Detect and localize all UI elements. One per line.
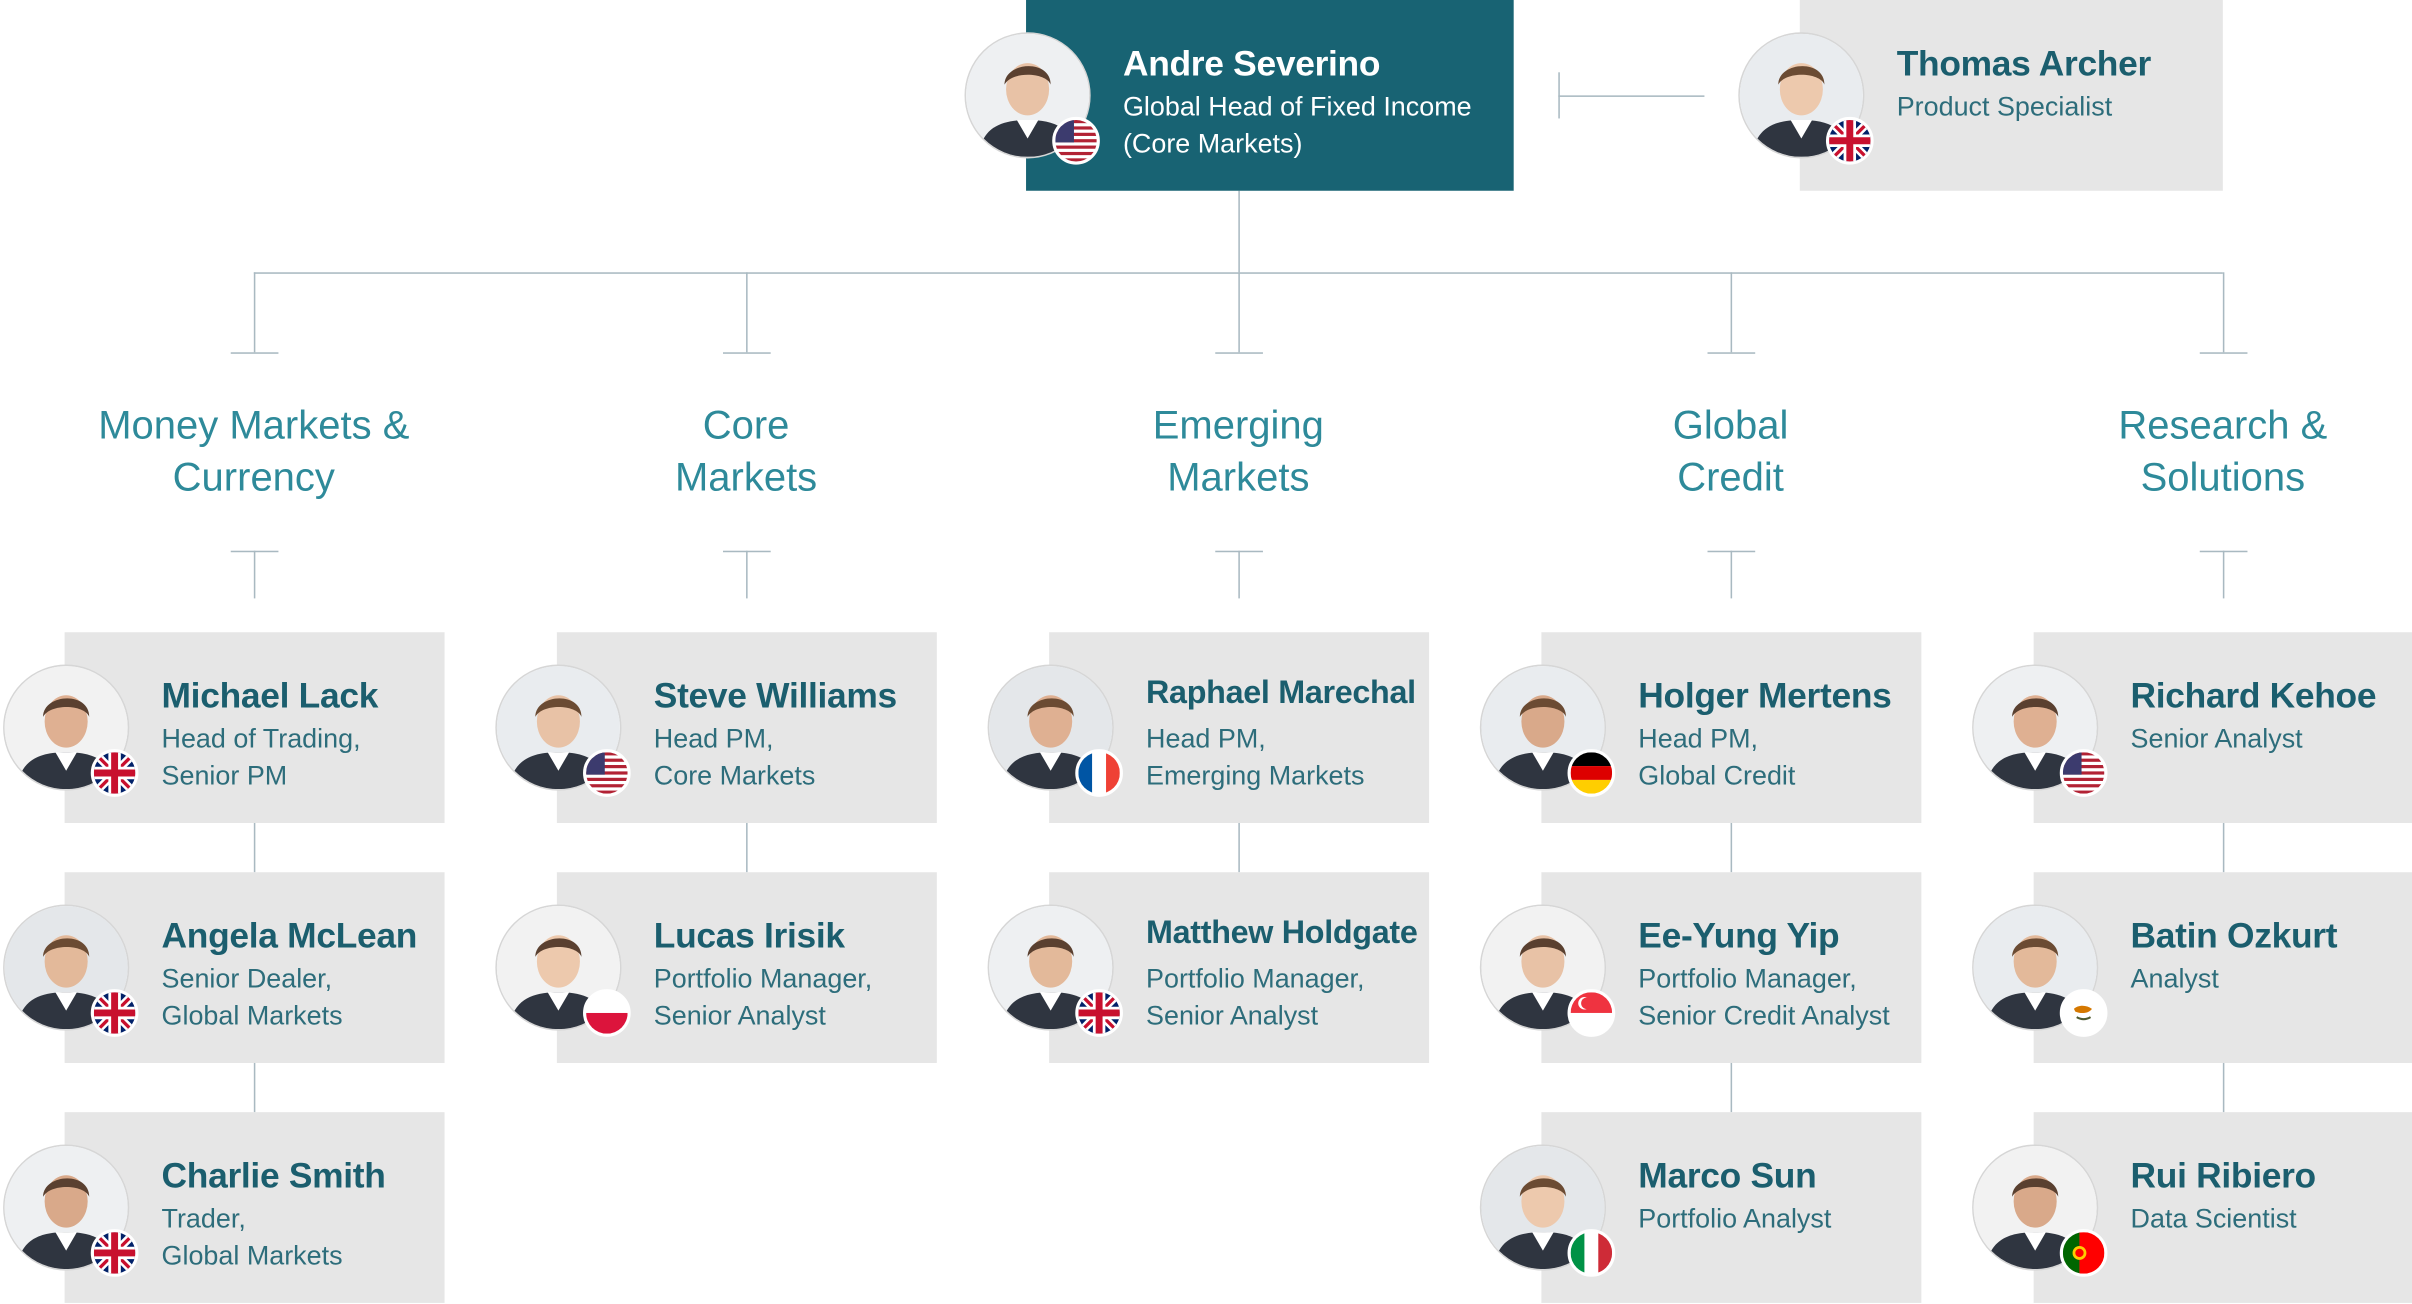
- person-role: Senior Dealer, Global Markets: [161, 962, 343, 1030]
- department-title: Global Credit: [1672, 401, 1789, 500]
- dept-drop: [253, 272, 256, 353]
- department-title: Money Markets & Currency: [98, 401, 410, 500]
- person-name: Holger Mertens: [1638, 675, 1892, 716]
- person-role: Portfolio Manager, Senior Analyst: [1146, 962, 1365, 1030]
- person-role: Product Specialist: [1896, 90, 2113, 122]
- member-connector: [2222, 822, 2225, 873]
- france-flag: [1075, 749, 1123, 797]
- person-name: Andre Severino: [1122, 43, 1381, 84]
- germany-flag: [1567, 749, 1616, 797]
- member-connector: [1730, 822, 1733, 873]
- person-role: Trader, Global Markets: [161, 1202, 343, 1270]
- dept-drop: [2222, 272, 2225, 353]
- dept-drop: [1730, 272, 1733, 353]
- member-connector: [1730, 1062, 1733, 1113]
- person-role: Portfolio Analyst: [1638, 1202, 1832, 1234]
- us-flag: [1052, 116, 1100, 165]
- person-role: Head PM, Emerging Markets: [1146, 723, 1365, 790]
- person-name: Richard Kehoe: [2130, 675, 2377, 716]
- person-role: Analyst: [2130, 962, 2219, 994]
- member-connector: [253, 1062, 256, 1113]
- us-flag: [2059, 749, 2108, 797]
- cyprus-flag: [2059, 989, 2108, 1037]
- uk-flag: [1825, 116, 1874, 165]
- avatar: [1972, 1144, 2099, 1271]
- person-role: Head PM, Core Markets: [653, 723, 816, 790]
- person-role: Portfolio Manager, Senior Analyst: [653, 962, 873, 1030]
- member-connector: [746, 822, 748, 873]
- member-connector: [2222, 1062, 2225, 1113]
- person-name: Charlie Smith: [161, 1155, 386, 1196]
- portugal-flag: [2059, 1229, 2108, 1277]
- member-connector: [1238, 822, 1240, 873]
- person-role: Data Scientist: [2130, 1202, 2297, 1234]
- person-name: Angela McLean: [161, 915, 418, 956]
- person-name: Michael Lack: [161, 675, 379, 716]
- person-role: Global Head of Fixed Income (Core Market…: [1122, 90, 1472, 158]
- person-name: Batin Ozkurt: [2130, 915, 2338, 956]
- avatar: [495, 664, 622, 791]
- person-name: Marco Sun: [1638, 1155, 1817, 1196]
- person-name: Rui Ribiero: [2130, 1155, 2317, 1196]
- person-name: Lucas Irisik: [653, 915, 845, 956]
- avatar: [964, 32, 1091, 159]
- person-name: Steve Williams: [653, 675, 897, 716]
- avatar: [1738, 32, 1865, 159]
- avatar: [1972, 904, 2099, 1031]
- poland-flag: [583, 989, 631, 1037]
- person-name: Ee-Yung Yip: [1638, 915, 1840, 956]
- dept-drop: [1238, 272, 1240, 353]
- singapore-flag: [1567, 989, 1616, 1037]
- dept-drop-cap: [2199, 352, 2248, 354]
- specialist-connector-cap: [1558, 72, 1560, 119]
- dept-stem: [2222, 550, 2225, 599]
- department-title: Emerging Markets: [1152, 401, 1324, 500]
- dept-stem: [1730, 550, 1733, 599]
- dept-stem: [1238, 550, 1240, 599]
- uk-flag: [90, 989, 139, 1037]
- person-name: Thomas Archer: [1896, 43, 2152, 84]
- bus-connector: [253, 272, 2223, 274]
- dept-stem: [253, 550, 256, 599]
- department-title: Research & Solutions: [2118, 401, 2328, 500]
- uk-flag: [90, 1229, 139, 1277]
- dept-drop: [746, 272, 748, 353]
- us-flag: [583, 749, 631, 797]
- person-role: Senior Analyst: [2130, 723, 2303, 754]
- dept-stem: [746, 550, 748, 599]
- dept-drop-cap: [723, 352, 771, 354]
- uk-flag: [1075, 989, 1123, 1037]
- member-connector: [253, 822, 256, 873]
- person-role: Portfolio Manager, Senior Credit Analyst: [1638, 962, 1890, 1030]
- head-connector: [1238, 190, 1240, 273]
- person-name: Raphael Marechal: [1146, 675, 1416, 711]
- avatar: [1972, 664, 2099, 791]
- department-title: Core Markets: [674, 401, 818, 500]
- italy-flag: [1567, 1229, 1616, 1277]
- dept-drop-cap: [230, 352, 279, 354]
- specialist-connector: [1558, 95, 1705, 97]
- person-role: Head of Trading, Senior PM: [161, 723, 361, 790]
- person-name: Matthew Holdgate: [1146, 915, 1418, 951]
- dept-drop-cap: [1707, 352, 1756, 354]
- person-role: Head PM, Global Credit: [1638, 723, 1796, 790]
- dept-drop-cap: [1215, 352, 1263, 354]
- uk-flag: [90, 749, 139, 797]
